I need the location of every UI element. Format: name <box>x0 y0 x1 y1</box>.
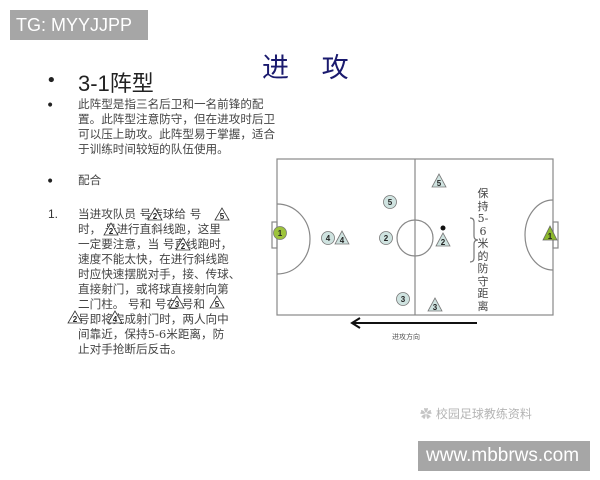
bullet-dot: • <box>46 98 55 114</box>
svg-text:5: 5 <box>437 179 442 188</box>
inline-triangle-marker: 2 <box>147 207 163 221</box>
triangle-player: 2 <box>435 232 451 247</box>
step-line: 速度不能太快，在进行斜线跑 <box>78 252 229 266</box>
svg-text:2: 2 <box>153 212 158 221</box>
circle-player: 5 <box>383 195 397 209</box>
watermark-tg: TG: MYYJJPP <box>10 10 148 40</box>
bullet-dot: • <box>46 70 57 91</box>
step-line: 时应快速摆脱对手，接、传球、 <box>78 267 241 281</box>
attack-direction-arrow <box>350 317 477 329</box>
svg-text:4: 4 <box>326 234 331 243</box>
inline-triangle-marker: 5 <box>209 295 225 309</box>
slide-title: 进 攻 <box>262 53 361 84</box>
svg-text:4: 4 <box>113 315 118 324</box>
svg-text:1: 1 <box>278 229 283 238</box>
inline-triangle-marker: 5 <box>214 207 230 221</box>
triangle-player-goalkeeper: 1 <box>542 225 558 241</box>
svg-text:5: 5 <box>220 212 225 221</box>
watermark-site: www.mbbrws.com <box>418 441 590 471</box>
inline-triangle-marker: 4 <box>107 310 123 324</box>
svg-text:3: 3 <box>175 300 180 309</box>
svg-text:3: 3 <box>433 303 438 312</box>
distance-brace <box>469 217 479 263</box>
step-number: 1. <box>48 207 59 221</box>
svg-text:2: 2 <box>73 315 78 324</box>
inline-triangle-marker: 2 <box>103 222 119 236</box>
svg-text:2: 2 <box>441 238 446 247</box>
svg-text:4: 4 <box>340 236 345 245</box>
triangle-player: 4 <box>334 230 350 245</box>
inline-triangle-marker: 2 <box>67 310 83 324</box>
left-penalty-arc <box>276 203 311 275</box>
ball <box>440 225 446 231</box>
svg-text:2: 2 <box>181 242 186 251</box>
brand-text: 校园足球教练资料 <box>435 407 532 421</box>
circle-player: 2 <box>379 231 393 245</box>
svg-text:3: 3 <box>401 295 406 304</box>
svg-text:2: 2 <box>109 227 114 236</box>
circle-player-goalkeeper: 1 <box>273 226 287 240</box>
svg-text:5: 5 <box>388 198 393 207</box>
right-penalty-arc <box>524 199 554 271</box>
triangle-player: 5 <box>431 173 447 188</box>
circle-player: 4 <box>321 231 335 245</box>
combination-heading: 配合 <box>78 173 102 187</box>
watermark-brand: ✿ 校园足球教练资料 <box>420 405 532 422</box>
step-line: 止对手抢断后反击。 <box>78 342 183 356</box>
formation-heading: 3-1阵型 <box>78 71 154 96</box>
formation-description: 此阵型是指三名后卫和一名前锋的配置。此阵型注意防守，但在进攻时后卫可以压上助攻。… <box>78 97 276 156</box>
center-circle <box>396 219 434 257</box>
bullet-dot: • <box>46 174 55 190</box>
svg-text:1: 1 <box>548 232 553 241</box>
step-line: 当进攻队员 号传球给 号 <box>78 207 202 221</box>
defensive-distance-label: 保持5-6米的防守距离 <box>477 187 489 313</box>
inline-triangle-marker: 3 <box>169 295 185 309</box>
step-line: 间靠近，保持5-6米距离，防 <box>78 327 225 341</box>
circle-player: 3 <box>396 292 410 306</box>
step-line: 直接射门，或将球直接射向第 <box>78 282 229 296</box>
triangle-player: 3 <box>427 297 443 312</box>
inline-triangle-marker: 2 <box>175 237 191 251</box>
brand-swirl-icon: ✿ <box>420 407 433 421</box>
attack-direction-label: 进攻方向 <box>392 333 420 341</box>
svg-text:2: 2 <box>384 234 389 243</box>
svg-text:5: 5 <box>215 300 220 309</box>
step-line: 一定要注意，当 号直线跑时， <box>78 237 233 251</box>
